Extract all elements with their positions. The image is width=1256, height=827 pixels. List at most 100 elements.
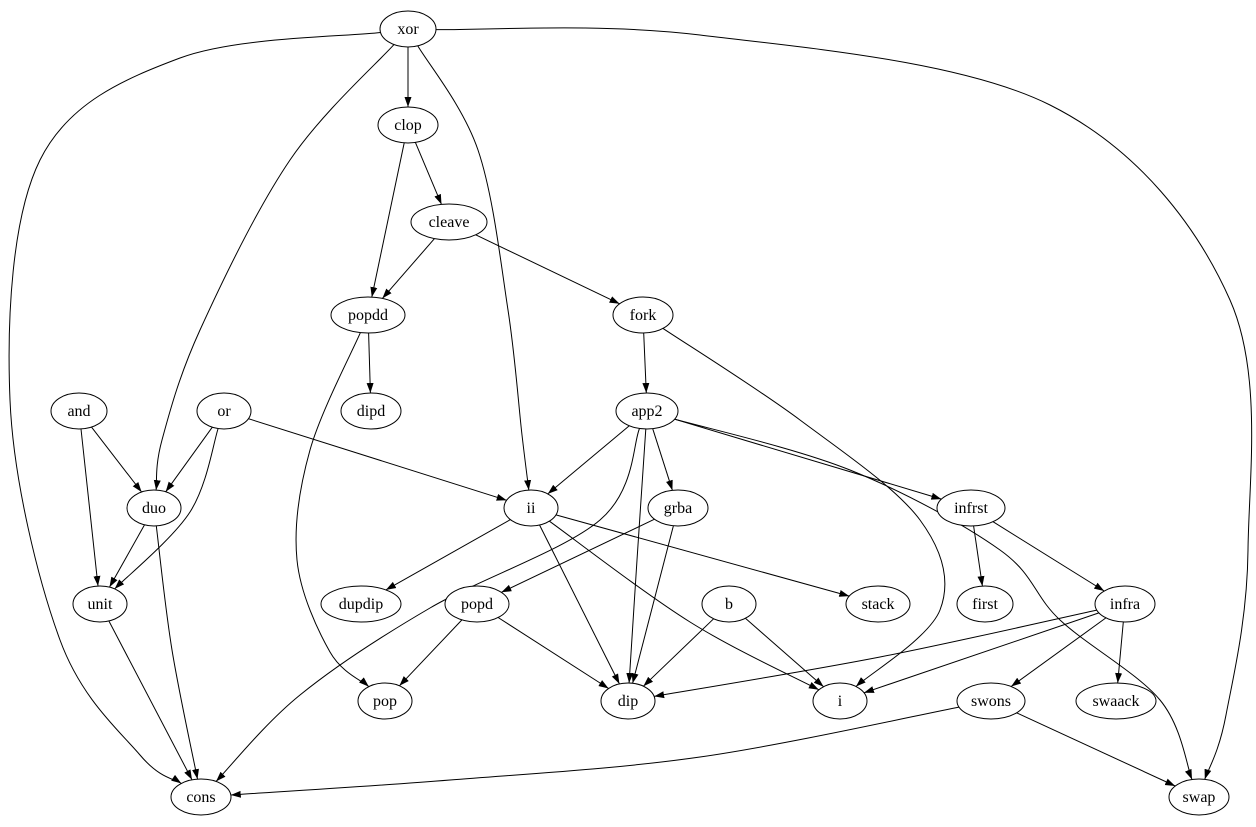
- edge-xor-duo: [153, 44, 395, 491]
- node-label-clop: clop: [394, 117, 422, 134]
- edge-cleave-fork: [475, 234, 620, 305]
- node-swaack: swaack: [1075, 682, 1157, 720]
- node-or: or: [196, 392, 252, 430]
- node-label-duo: duo: [142, 500, 166, 517]
- node-fork: fork: [612, 296, 674, 334]
- node-label-dipd: dipd: [357, 403, 385, 420]
- edge-duo-unit: [109, 524, 145, 588]
- edge-fork-i: [662, 327, 946, 687]
- node-swap: swap: [1168, 778, 1230, 816]
- node-ellipse-unit: [72, 585, 128, 623]
- node-label-grba: grba: [664, 500, 692, 517]
- node-label-dip: dip: [618, 693, 638, 710]
- edge-or-duo: [165, 426, 213, 493]
- edge-popd-dip: [497, 617, 609, 689]
- node-stack: stack: [845, 585, 911, 623]
- edge-swons-cons: [230, 706, 960, 798]
- node-clop: clop: [377, 106, 439, 144]
- node-label-popd: popd: [461, 596, 493, 613]
- edge-popdd-dipd: [366, 332, 374, 394]
- edge-ii-stack: [555, 514, 850, 597]
- node-label-and: and: [67, 403, 90, 420]
- node-ellipse-i: [812, 682, 868, 720]
- node-label-xor: xor: [397, 21, 419, 38]
- edge-infrst-infra: [992, 521, 1105, 592]
- edge-grba-dip: [631, 525, 674, 684]
- edge-app2-swap: [674, 418, 1193, 780]
- node-label-swap: swap: [1183, 789, 1216, 806]
- edge-app2-cons: [215, 428, 640, 782]
- node-ellipse-popdd: [330, 296, 406, 334]
- edge-or-ii: [248, 418, 507, 501]
- node-label-cons: cons: [186, 789, 215, 806]
- node-ellipse-xor: [379, 10, 437, 48]
- edge-app2-ii: [547, 425, 630, 495]
- node-ellipse-and: [50, 392, 108, 430]
- node-duo: duo: [126, 489, 182, 527]
- node-ellipse-cons: [170, 778, 232, 816]
- edge-or-unit: [114, 428, 219, 590]
- node-dupdip: dupdip: [320, 585, 402, 623]
- node-pop: pop: [357, 682, 413, 720]
- node-first: first: [956, 585, 1014, 623]
- node-ellipse-cleave: [410, 203, 488, 241]
- node-label-pop: pop: [373, 693, 397, 710]
- edge-fork-app2: [642, 332, 650, 394]
- edge-swons-swap: [1016, 712, 1176, 787]
- node-ellipse-dip: [600, 682, 656, 720]
- node-ellipse-pop: [357, 682, 413, 720]
- node-label-infra: infra: [1110, 596, 1140, 613]
- edge-infra-i: [863, 612, 1100, 694]
- node-label-swaack: swaack: [1092, 693, 1139, 710]
- node-ellipse-swaack: [1075, 682, 1157, 720]
- node-grba: grba: [647, 489, 709, 527]
- node-dipd: dipd: [340, 392, 402, 430]
- edge-infra-swons: [1010, 617, 1107, 687]
- node-xor: xor: [379, 10, 437, 48]
- node-label-app2: app2: [631, 403, 662, 420]
- node-ellipse-b: [701, 585, 757, 623]
- node-label-swons: swons: [971, 693, 1011, 710]
- edge-and-duo: [91, 426, 142, 493]
- edge-infra-dip: [654, 609, 1097, 699]
- edge-app2-dip: [626, 428, 647, 684]
- edge-duo-cons: [155, 525, 199, 780]
- node-cleave: cleave: [410, 203, 488, 241]
- edge-xor-ii: [417, 45, 532, 491]
- node-cons: cons: [170, 778, 232, 816]
- node-ellipse-app2: [615, 392, 679, 430]
- node-label-ii: ii: [527, 500, 536, 517]
- node-ellipse-stack: [845, 585, 911, 623]
- edge-popd-pop: [399, 619, 463, 687]
- node-label-infrst: infrst: [954, 500, 988, 517]
- edge-grba-popd: [501, 518, 655, 593]
- node-label-or: or: [217, 403, 231, 420]
- node-label-dupdip: dupdip: [339, 596, 383, 613]
- node-label-stack: stack: [862, 596, 895, 613]
- edge-b-dip: [643, 618, 714, 687]
- node-label-popdd: popdd: [348, 307, 388, 324]
- node-ellipse-infra: [1094, 585, 1156, 623]
- node-label-b: b: [725, 596, 733, 613]
- node-ellipse-swap: [1168, 778, 1230, 816]
- edge-infrst-first: [973, 525, 985, 587]
- node-label-fork: fork: [630, 307, 657, 324]
- node-label-unit: unit: [88, 596, 113, 613]
- node-ellipse-ii: [503, 489, 559, 527]
- node-b: b: [701, 585, 757, 623]
- node-ellipse-dupdip: [320, 585, 402, 623]
- edge-ii-i: [549, 520, 820, 691]
- node-ellipse-dipd: [340, 392, 402, 430]
- node-i: i: [812, 682, 868, 720]
- node-ellipse-fork: [612, 296, 674, 334]
- node-infra: infra: [1094, 585, 1156, 623]
- node-popd: popd: [444, 585, 510, 623]
- edge-ii-dip: [539, 524, 620, 685]
- node-dip: dip: [600, 682, 656, 720]
- node-ellipse-or: [196, 392, 252, 430]
- node-ellipse-infrst: [936, 489, 1006, 527]
- node-ellipse-grba: [647, 489, 709, 527]
